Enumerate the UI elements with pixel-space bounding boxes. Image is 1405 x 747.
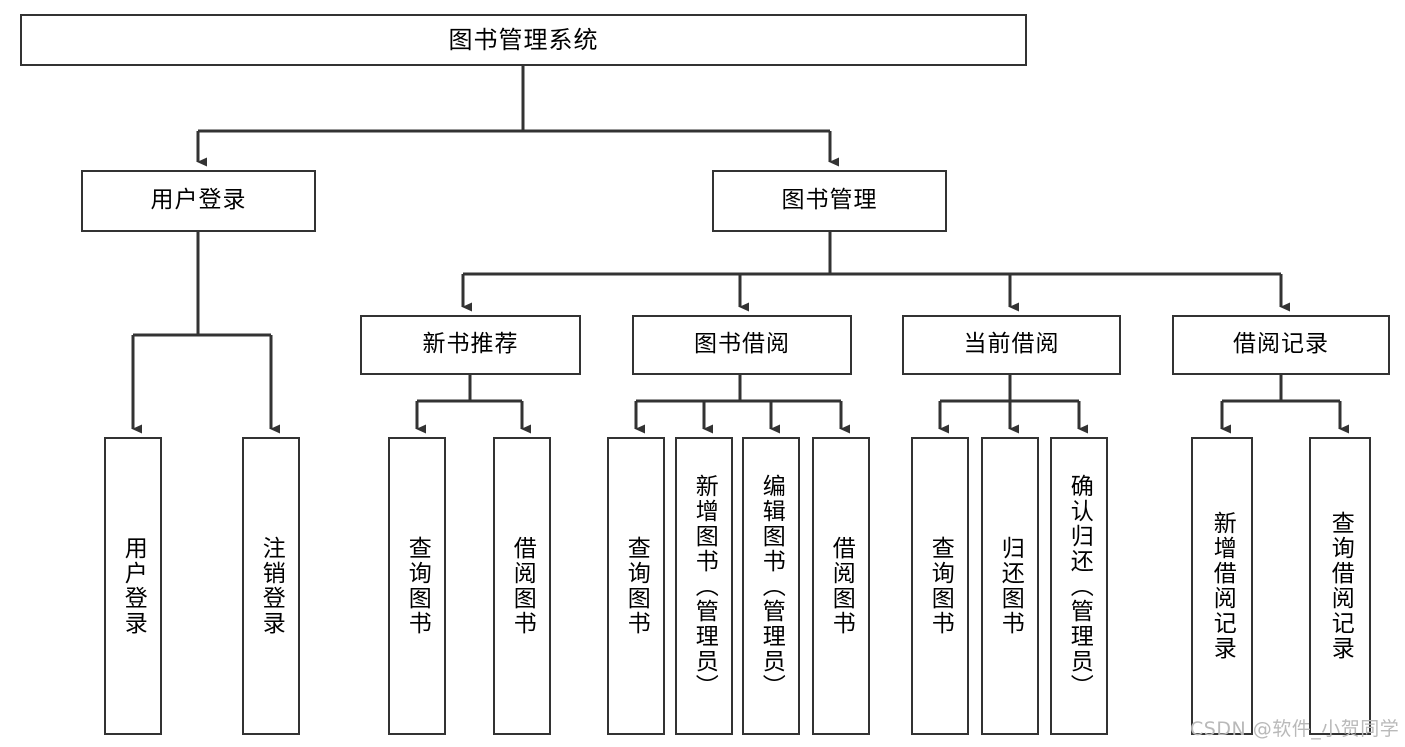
node-user-login[interactable]: 用户登录 (81, 170, 316, 232)
node-leaf-borrow-book-1[interactable]: 借阅图书 (493, 437, 551, 735)
node-leaf-add-record[interactable]: 新增借阅记录 (1191, 437, 1253, 735)
csdn-watermark: CSDN @软件_小贺同学 (1190, 718, 1400, 740)
node-leaf-query-book-1[interactable]: 查询图书 (388, 437, 446, 735)
node-leaf-user-login[interactable]: 用户登录 (104, 437, 162, 735)
node-leaf-return-book[interactable]: 归还图书 (981, 437, 1039, 735)
node-label: 新书推荐 (422, 331, 519, 358)
node-leaf-confirm-return[interactable]: 确认归还（管理员） (1050, 437, 1108, 735)
node-borrow-record[interactable]: 借阅记录 (1172, 315, 1390, 375)
node-root-book-management-system[interactable]: 图书管理系统 (20, 14, 1027, 66)
node-book-borrow[interactable]: 图书借阅 (632, 315, 852, 375)
node-label: 当前借阅 (963, 331, 1060, 358)
node-label: 注销登录 (258, 536, 285, 636)
node-label: 编辑图书（管理员） (758, 473, 785, 699)
node-label: 查询图书 (927, 536, 954, 636)
node-new-book-recommend[interactable]: 新书推荐 (360, 315, 581, 375)
node-leaf-query-book-3[interactable]: 查询图书 (911, 437, 969, 735)
node-label: 查询图书 (623, 536, 650, 636)
node-leaf-borrow-book-2[interactable]: 借阅图书 (812, 437, 870, 735)
node-label: 用户登录 (120, 536, 147, 636)
node-current-borrow[interactable]: 当前借阅 (902, 315, 1121, 375)
node-label: 确认归还（管理员） (1066, 473, 1093, 699)
node-label: 归还图书 (997, 536, 1024, 636)
node-book-management[interactable]: 图书管理 (712, 170, 947, 232)
node-leaf-query-book-2[interactable]: 查询图书 (607, 437, 665, 735)
node-leaf-query-record[interactable]: 查询借阅记录 (1309, 437, 1371, 735)
node-label: 新增图书（管理员） (691, 473, 718, 699)
node-label: 用户登录 (150, 187, 247, 214)
node-label: 图书管理系统 (448, 25, 599, 54)
node-label: 新增借阅记录 (1209, 511, 1236, 661)
node-label: 借阅图书 (509, 536, 536, 636)
node-leaf-logout-login[interactable]: 注销登录 (242, 437, 300, 735)
node-leaf-edit-book[interactable]: 编辑图书（管理员） (742, 437, 800, 735)
node-label: 图书管理 (781, 187, 878, 214)
node-label: 图书借阅 (694, 331, 790, 358)
node-label: 借阅记录 (1233, 331, 1329, 358)
node-label: 查询图书 (404, 536, 431, 636)
node-label: 借阅图书 (828, 536, 855, 636)
node-leaf-add-book[interactable]: 新增图书（管理员） (675, 437, 733, 735)
node-label: 查询借阅记录 (1327, 511, 1354, 661)
